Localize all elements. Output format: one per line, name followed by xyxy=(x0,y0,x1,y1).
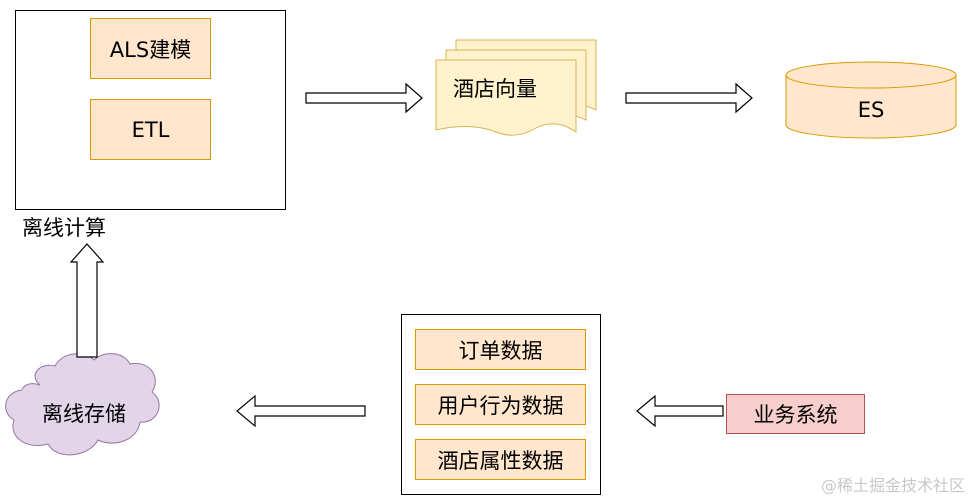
arrow-to-offline-storage xyxy=(236,394,366,428)
watermark-text: @稀土掘金技术社区 xyxy=(820,476,965,495)
hotel-attribute-data-box: 酒店属性数据 xyxy=(415,439,586,480)
hotel-attribute-data-label: 酒店属性数据 xyxy=(437,448,564,473)
hotel-vector-label: 酒店向量 xyxy=(453,77,537,101)
arrow-to-offline-computing xyxy=(69,243,105,358)
order-data-label: 订单数据 xyxy=(458,338,543,363)
order-data-box: 订单数据 xyxy=(415,329,586,370)
business-system-label: 业务系统 xyxy=(753,403,838,427)
arrow-to-es xyxy=(625,82,753,114)
es-cylinder xyxy=(785,61,957,139)
etl-box: ETL xyxy=(90,99,211,160)
arrow-to-hotel-vector xyxy=(305,82,423,114)
es-label: ES xyxy=(857,98,885,122)
hotel-vector-document-stack xyxy=(435,39,597,136)
etl-label: ETL xyxy=(131,117,170,142)
arrow-to-data-sources xyxy=(636,394,724,428)
business-system-box: 业务系统 xyxy=(726,394,865,434)
als-modeling-box: ALS建模 xyxy=(90,18,211,79)
als-modeling-label: ALS建模 xyxy=(109,37,192,62)
offline-computing-label: 离线计算 xyxy=(22,216,106,240)
offline-storage-label: 离线存储 xyxy=(42,402,126,426)
doc-front xyxy=(435,59,577,136)
user-behavior-data-label: 用户行为数据 xyxy=(437,393,564,418)
user-behavior-data-box: 用户行为数据 xyxy=(415,384,586,425)
